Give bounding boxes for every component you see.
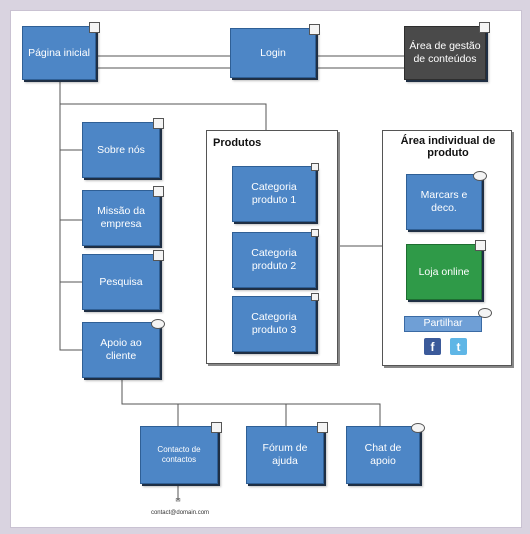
speech-bubble-icon (151, 319, 165, 329)
page-icon (311, 293, 319, 301)
search-node[interactable]: Pesquisa (82, 250, 164, 310)
support-label: Apoio ao cliente (100, 337, 142, 362)
category1-node[interactable]: Categoria produto 1 (232, 163, 319, 222)
page-icon (311, 163, 319, 171)
category3-node[interactable]: Categoria produto 3 (232, 293, 319, 352)
mission-node[interactable]: Missão da empresa (82, 186, 164, 246)
shop-node[interactable]: Loja online (406, 240, 486, 300)
search-label: Pesquisa (99, 275, 143, 288)
forum-node[interactable]: Fórum de ajuda (246, 422, 328, 484)
page-icon (475, 240, 486, 251)
login-label: Login (260, 46, 286, 59)
cms-node[interactable]: Área de gestão de conteúdos (404, 22, 490, 80)
home-node[interactable]: Página inicial (22, 22, 100, 80)
pen-icon (478, 308, 492, 318)
category1-label: Categoria produto 1 (251, 181, 297, 206)
about-label: Sobre nós (97, 143, 145, 156)
share-label: Partilhar (423, 317, 463, 329)
login-node[interactable]: Login (230, 24, 320, 78)
category2-label: Categoria produto 2 (251, 247, 297, 272)
contact-label: Contacto de contactos (157, 445, 201, 464)
home-label: Página inicial (28, 46, 90, 59)
brand-label: Marcars e deco. (420, 189, 468, 214)
facebook-icon[interactable]: f (424, 338, 441, 355)
speech-bubble-icon (473, 171, 487, 181)
page-icon (311, 229, 319, 237)
contact-email: contact@domain.com (150, 510, 210, 516)
page-icon (153, 118, 164, 129)
support-node[interactable]: Apoio ao cliente (82, 319, 165, 378)
page-icon (89, 22, 100, 33)
twitter-icon[interactable]: t (450, 338, 467, 355)
search-icon (153, 250, 164, 261)
forum-label: Fórum de ajuda (262, 442, 308, 467)
category2-node[interactable]: Categoria produto 2 (232, 229, 319, 288)
lock-icon (309, 24, 320, 35)
speech-bubble-icon (411, 423, 425, 433)
mail-icon (211, 422, 222, 433)
shop-label: Loja online (418, 265, 470, 278)
contact-node[interactable]: Contacto de contactos (140, 422, 222, 484)
chat-label: Chat de apoio (364, 442, 402, 467)
mail-symbol-icon: ✉ (175, 498, 181, 504)
page-icon (317, 422, 328, 433)
products-title: Produtos (213, 137, 262, 149)
individual-title: Área individual de produto (400, 135, 496, 159)
cms-label: Área de gestão de conteúdos (409, 40, 481, 65)
brand-node[interactable]: Marcars e deco. (406, 171, 487, 230)
share-button[interactable]: Partilhar (404, 316, 482, 332)
page-icon (153, 186, 164, 197)
category3-label: Categoria produto 3 (251, 311, 297, 336)
page-icon (479, 22, 490, 33)
about-node[interactable]: Sobre nós (82, 118, 164, 178)
mission-label: Missão da empresa (97, 205, 145, 230)
chat-node[interactable]: Chat de apoio (346, 423, 425, 484)
